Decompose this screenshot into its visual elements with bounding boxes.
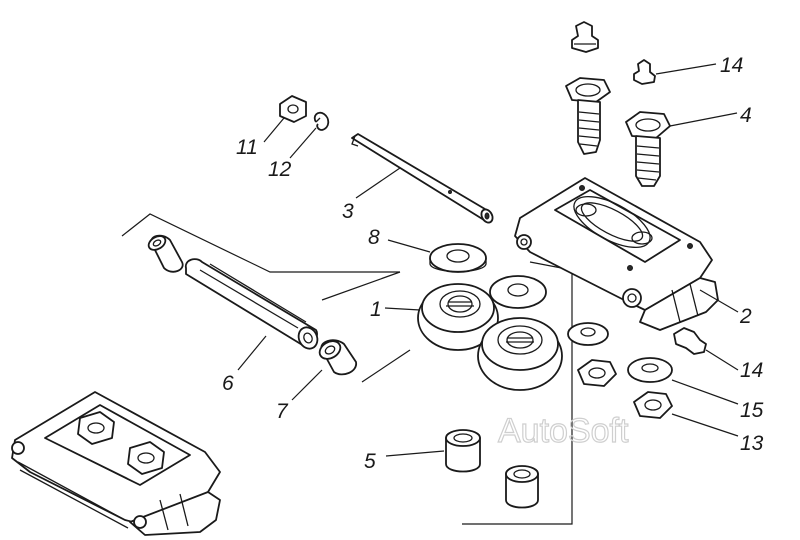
callout-5: 5 [364,450,376,473]
grease-nipple-part-14-side [673,327,707,355]
assembled-nut-b [127,441,165,475]
washer-small-right [567,322,609,346]
callout-labels: 1 2 3 4 5 6 7 8 11 12 13 14 14 15 [222,54,764,473]
callout-12: 12 [268,158,292,181]
grease-nipple-top [571,21,599,53]
assembly-guide-lines [121,213,573,525]
leader-lines [237,63,739,457]
callout-7: 7 [276,400,289,423]
bracket-assembled [11,391,221,536]
bracket-part-2 [514,177,719,331]
axle-part-3 [351,133,494,224]
callout-11: 11 [236,136,258,159]
assembled-nut-a [77,411,115,445]
callout-1: 1 [370,298,382,321]
watermark-text: AutoSoft [498,412,629,450]
nut-right-upper [577,359,617,387]
callout-14-top: 14 [720,54,743,77]
bushing-left-top [147,234,184,273]
callout-15: 15 [740,399,764,422]
washer-part-8 [429,243,487,273]
washer-part-15 [627,357,673,383]
callout-4: 4 [740,104,752,127]
callout-2: 2 [739,305,752,328]
callout-13: 13 [740,432,764,455]
bushing-bottom [505,465,539,509]
roller-part-1-right [477,317,563,391]
nut-part-11 [279,95,307,123]
sleeve-part-6 [184,258,319,350]
callout-14-side: 14 [740,359,763,382]
bushing-part-5 [445,429,481,473]
roller-part-1-left [417,283,499,351]
lock-washer-part-12 [313,111,330,131]
callout-6: 6 [222,372,234,395]
grease-nipple-part-14-top [633,59,656,85]
bolt-part-4 [625,111,671,187]
bolt-hollow-left [565,77,611,155]
callout-3: 3 [342,200,354,223]
nut-part-13 [633,391,673,419]
bushing-part-7 [318,339,357,376]
callout-8: 8 [368,226,380,249]
washer-mid [489,275,547,309]
